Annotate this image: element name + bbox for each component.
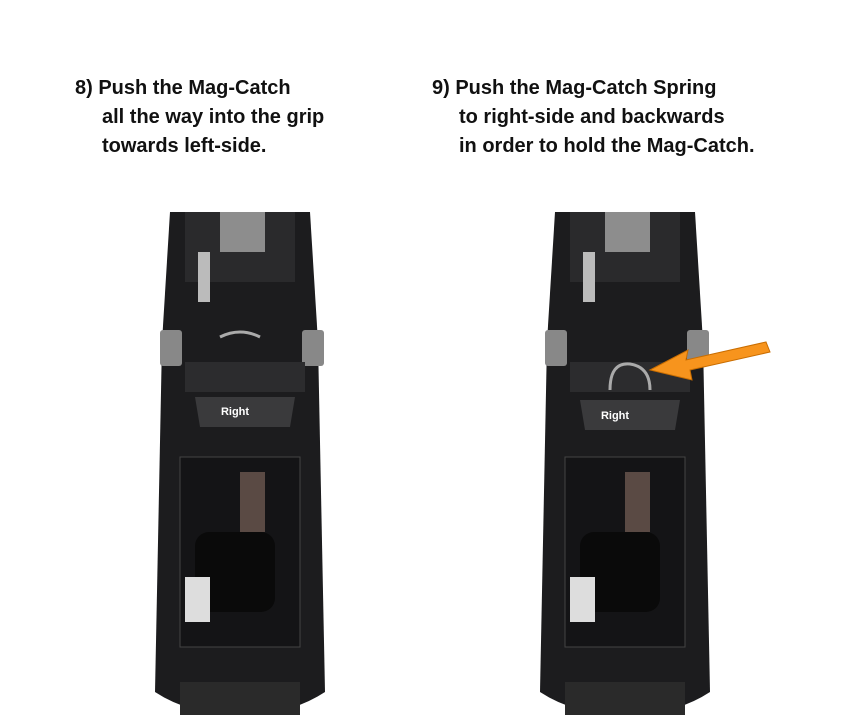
step-9-photo: Right <box>540 212 710 715</box>
step-8-line-3: towards left-side. <box>102 135 267 157</box>
step-8-line-2: all the way into the grip <box>102 106 325 128</box>
mag-catch-spring <box>608 362 652 391</box>
orange-arrow-icon <box>648 341 771 381</box>
step-9-line-3: in order to hold the Mag-Catch. <box>459 135 755 157</box>
step-9-line-1: 9) Push the Mag-Catch Spring <box>432 77 717 99</box>
step-8-line-1: 8) Push the Mag-Catch <box>75 77 291 99</box>
step-8-instruction: 8) Push the Mag-Catch all the way into t… <box>75 74 324 161</box>
step-9-instruction: 9) Push the Mag-Catch Spring to right-si… <box>432 74 755 161</box>
step-8-photo: Right <box>155 212 325 715</box>
part-label-right: Right <box>221 406 249 418</box>
step-9-line-2: to right-side and backwards <box>459 106 725 128</box>
part-label-right: Right <box>601 410 629 422</box>
